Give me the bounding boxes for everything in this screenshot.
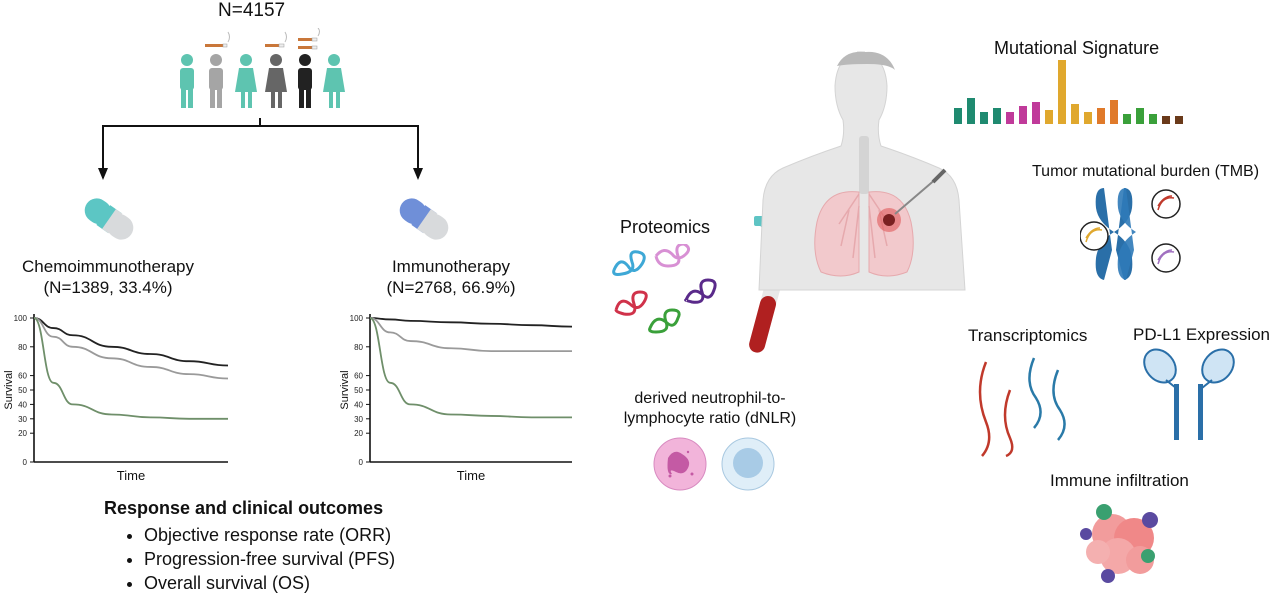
dnlr-label-line1: derived neutrophil-to- bbox=[634, 390, 786, 407]
pdl1-label: PD-L1 Expression bbox=[1133, 325, 1271, 344]
y-tick-label: 80 bbox=[354, 343, 363, 352]
y-tick-label: 80 bbox=[18, 343, 27, 352]
pill-icon bbox=[399, 198, 449, 240]
survival-curve-1 bbox=[369, 317, 572, 353]
y-axis-label: Survival bbox=[339, 370, 351, 409]
y-tick-label: 0 bbox=[359, 458, 364, 467]
outcomes-box: Response and clinical outcomes Objective… bbox=[104, 498, 395, 595]
arm-count: (N=2768, 66.9%) bbox=[386, 278, 516, 297]
branch-arrows bbox=[98, 118, 423, 180]
y-tick-label: 30 bbox=[18, 415, 27, 424]
y-tick-label: 20 bbox=[354, 429, 363, 438]
human-body-icon bbox=[758, 51, 966, 291]
cigarette-icon bbox=[265, 31, 287, 48]
y-tick-label: 100 bbox=[350, 314, 364, 323]
survival-curve-0 bbox=[33, 317, 229, 367]
chromosome-icon bbox=[1080, 188, 1181, 280]
survival-curve-0 bbox=[369, 317, 573, 328]
survival-curve-1 bbox=[33, 317, 229, 380]
pdl1-antibody-icon bbox=[1143, 348, 1235, 440]
neutrophil-cell-icon bbox=[653, 437, 707, 491]
x-axis-label: Time bbox=[457, 468, 485, 483]
outcome-item: Progression-free survival (PFS) bbox=[144, 547, 395, 571]
outcomes-title: Response and clinical outcomes bbox=[104, 498, 384, 518]
proteomics-label: Proteomics bbox=[620, 217, 711, 237]
tmb-label: Tumor mutational burden (TMB) bbox=[1032, 163, 1260, 180]
cigarette-icon bbox=[298, 28, 320, 50]
mutational-signature-label: Mutational Signature bbox=[994, 38, 1160, 58]
outcome-item: Objective response rate (ORR) bbox=[144, 523, 395, 547]
immune-infiltration-icon bbox=[1080, 504, 1158, 583]
rna-strands-icon bbox=[978, 357, 1066, 458]
arm-name: Chemoimmunotherapy bbox=[22, 257, 194, 276]
y-tick-label: 30 bbox=[354, 415, 363, 424]
outcomes-list: Objective response rate (ORR) Progressio… bbox=[104, 523, 395, 595]
patient-cohort-icon bbox=[180, 28, 345, 108]
y-tick-label: 0 bbox=[23, 458, 28, 467]
protein-icons bbox=[612, 244, 717, 334]
survival-curve-2 bbox=[369, 317, 572, 419]
x-axis-label: Time bbox=[117, 468, 145, 483]
arm-count: (N=1389, 33.4%) bbox=[43, 278, 173, 297]
lymphocyte-cell-icon bbox=[721, 437, 775, 491]
dnlr-label: derived neutrophil-to- lymphocyte ratio … bbox=[600, 389, 820, 429]
y-tick-label: 40 bbox=[354, 400, 363, 409]
cohort-total: N=4157 bbox=[218, 0, 286, 21]
y-tick-label: 40 bbox=[18, 400, 27, 409]
y-tick-label: 60 bbox=[18, 372, 27, 381]
y-tick-label: 50 bbox=[354, 386, 363, 395]
arm-immunotherapy: Immunotherapy (N=2768, 66.9%) bbox=[346, 256, 556, 298]
arm-name: Immunotherapy bbox=[391, 257, 511, 276]
y-tick-label: 60 bbox=[354, 372, 363, 381]
y-axis-label: Survival bbox=[3, 370, 15, 409]
outcome-item: Overall survival (OS) bbox=[144, 571, 395, 595]
cigarette-icon bbox=[205, 31, 230, 48]
transcriptomics-label: Transcriptomics bbox=[968, 326, 1088, 345]
immune-infiltration-label: Immune infiltration bbox=[1050, 471, 1189, 490]
arm-chemoimmunotherapy: Chemoimmunotherapy (N=1389, 33.4%) bbox=[0, 256, 216, 298]
survival-curve-2 bbox=[33, 317, 228, 420]
pill-icon bbox=[84, 198, 134, 240]
dnlr-label-line2: lymphocyte ratio (dNLR) bbox=[623, 410, 797, 427]
mutational-signature-chart bbox=[954, 60, 1183, 124]
y-tick-label: 50 bbox=[18, 386, 27, 395]
y-tick-label: 100 bbox=[14, 314, 28, 323]
y-tick-label: 20 bbox=[18, 429, 27, 438]
